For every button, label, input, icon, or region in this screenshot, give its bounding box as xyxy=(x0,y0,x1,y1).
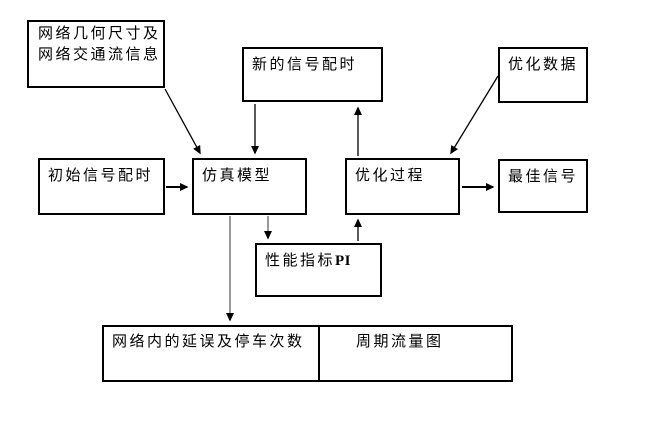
box-best-signal-label: 最佳信号 xyxy=(508,169,579,185)
cell-network-delay-stops-label: 网络内的延误及停车次数 xyxy=(112,334,305,350)
box-initial-signal-timing-label: 初始信号配时 xyxy=(48,168,154,184)
box-network-info-line2: 网络交通流信息 xyxy=(38,47,161,63)
box-results: 网络内的延误及停车次数 周期流量图 xyxy=(102,325,513,382)
box-performance-indicator-suffix: PI xyxy=(335,253,352,269)
box-network-info: 网络几何尺寸及 网络交通流信息 xyxy=(27,20,165,88)
arrow-netinfo-to-simmodel xyxy=(164,88,201,155)
box-optimization-process: 优化过程 xyxy=(345,158,460,215)
box-performance-indicator-label: 性能指标 xyxy=(265,253,336,269)
cell-cycle-flow-diagram-label: 周期流量图 xyxy=(356,334,444,350)
box-simulation-model: 仿真模型 xyxy=(192,158,307,215)
box-simulation-model-label: 仿真模型 xyxy=(202,168,273,184)
box-new-signal-timing: 新的信号配时 xyxy=(242,47,383,102)
box-optimization-process-label: 优化过程 xyxy=(355,168,426,184)
box-optimization-data: 优化数据 xyxy=(498,47,588,103)
box-best-signal: 最佳信号 xyxy=(498,159,588,213)
box-optimization-data-label: 优化数据 xyxy=(508,57,579,73)
box-network-info-line1: 网络几何尺寸及 xyxy=(38,26,161,42)
box-initial-signal-timing: 初始信号配时 xyxy=(38,158,165,215)
cell-network-delay-stops: 网络内的延误及停车次数 xyxy=(104,327,320,380)
box-new-signal-timing-label: 新的信号配时 xyxy=(252,57,358,73)
arrow-optdata-to-optprocess xyxy=(450,75,499,155)
cell-cycle-flow-diagram: 周期流量图 xyxy=(320,327,511,380)
box-performance-indicator: 性能指标PI xyxy=(255,243,382,297)
